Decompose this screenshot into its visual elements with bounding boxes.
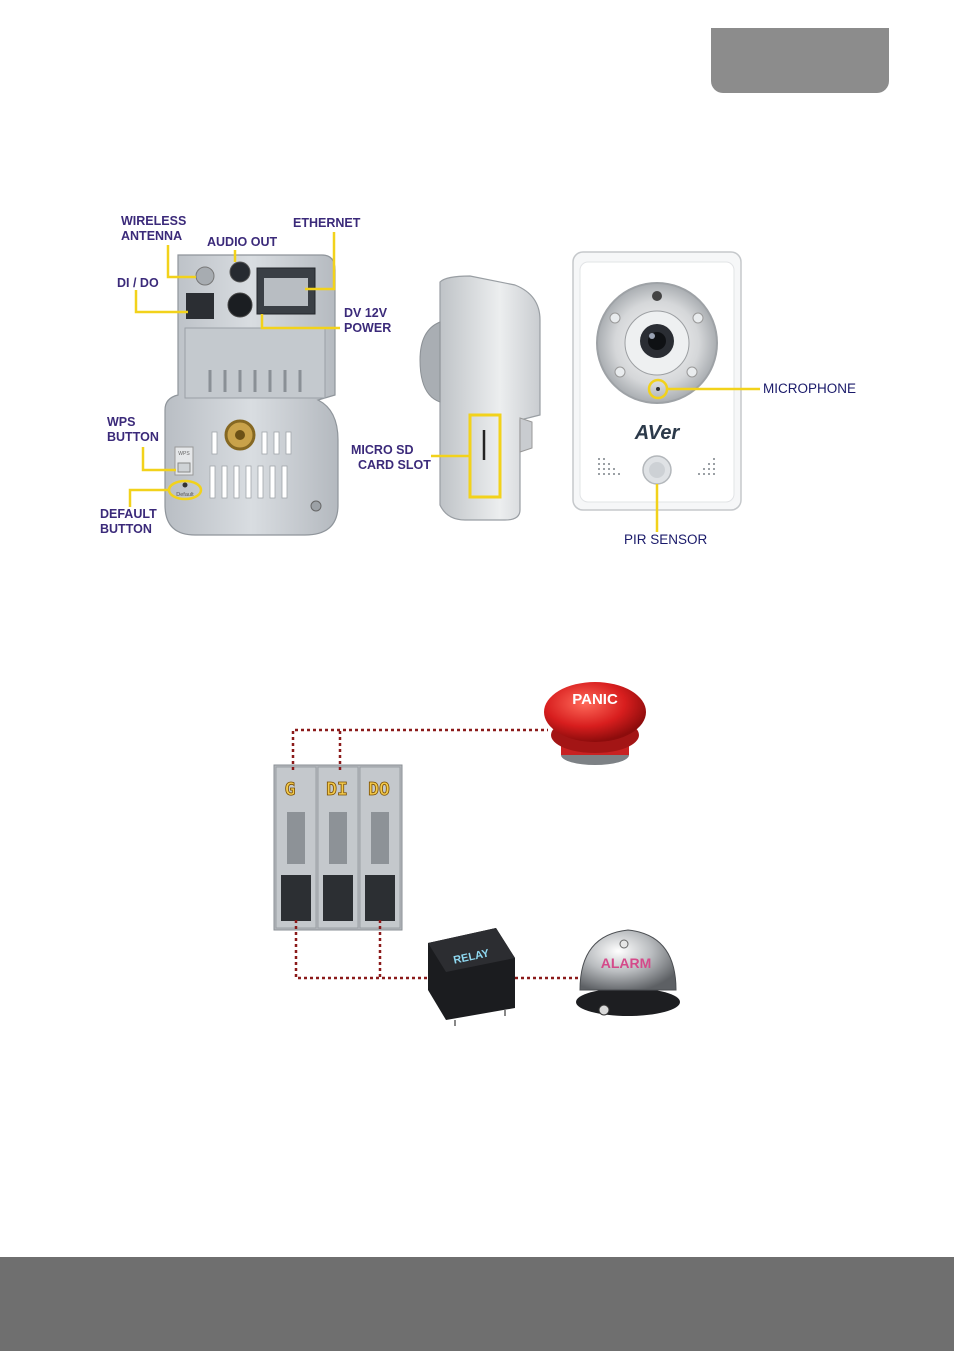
alarm-bell-device: ALARM: [576, 930, 680, 1016]
label-di-do: DI / DO: [117, 276, 159, 291]
terminal-g-label: G: [285, 779, 296, 800]
label-dv-power: DV 12V POWER: [344, 306, 391, 336]
relay-device: RELAY: [428, 928, 515, 1026]
label-wps-button: WPS BUTTON: [107, 415, 159, 445]
label-pir-sensor: PIR SENSOR: [624, 532, 707, 547]
panic-button-device: PANIC: [544, 682, 646, 765]
terminal-di-label: DI: [326, 779, 348, 800]
wiring-diagram: G DI DO PANIC RELAY: [274, 682, 680, 1026]
label-microphone: MICROPHONE: [763, 381, 856, 396]
terminal-do-label: DO: [368, 779, 390, 800]
label-default-button: DEFAULT BUTTON: [100, 507, 157, 537]
wps-mark: WPS: [178, 451, 190, 457]
panic-label: PANIC: [572, 691, 618, 708]
label-wireless-antenna: WIRELESS ANTENNA: [121, 214, 186, 244]
alarm-label: ALARM: [601, 955, 652, 971]
label-audio-out: AUDIO OUT: [207, 235, 277, 250]
camera-front-view: AVer: [573, 252, 741, 510]
label-micro-sd: MICRO SD CARD SLOT: [351, 443, 431, 473]
brand-logo: AVer: [634, 422, 681, 444]
label-ethernet: ETHERNET: [293, 216, 360, 231]
camera-side-view: [420, 276, 540, 520]
page-footer: [0, 1257, 954, 1351]
camera-back-view: WPS Default: [165, 255, 338, 535]
